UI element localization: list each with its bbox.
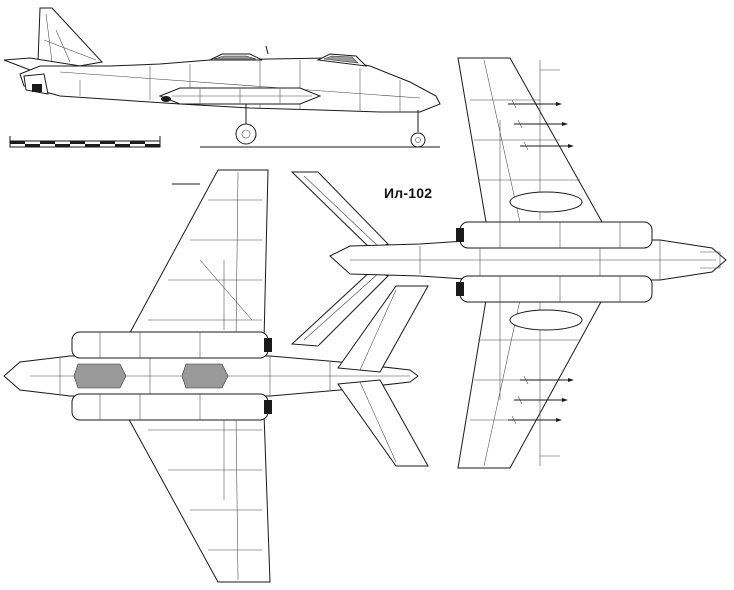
- drawing-title: Ил-102: [384, 185, 433, 201]
- scale-bar: [9, 136, 161, 148]
- vertical-stabilizer: [37, 7, 103, 69]
- drop-tank-lower: [509, 309, 583, 331]
- ordnance-lower: [508, 375, 574, 425]
- main-wheel-side: [235, 123, 257, 145]
- wing-upper-top: [125, 169, 269, 341]
- wing-lower-top: [125, 413, 271, 583]
- nose-wheel-side: [410, 132, 426, 148]
- engine-pod-lower-top: [71, 393, 269, 421]
- cockpit-rear-top: [73, 363, 127, 389]
- fuselage-side: [19, 57, 441, 113]
- drop-tank-upper: [509, 191, 583, 213]
- ordnance-upper: [508, 99, 574, 151]
- engine-pod-lower-bottom: [459, 275, 653, 303]
- tailplane-lower-top: [337, 379, 429, 467]
- engine-pod-upper-top: [71, 331, 269, 359]
- bottom-view: [329, 57, 727, 469]
- engine-pod-upper-bottom: [459, 221, 653, 249]
- cockpit-front-top: [181, 363, 229, 389]
- tailplane-upper-top: [337, 285, 429, 373]
- top-view: [3, 169, 429, 583]
- side-view: [3, 7, 441, 148]
- tail-planform-center: [290, 171, 389, 347]
